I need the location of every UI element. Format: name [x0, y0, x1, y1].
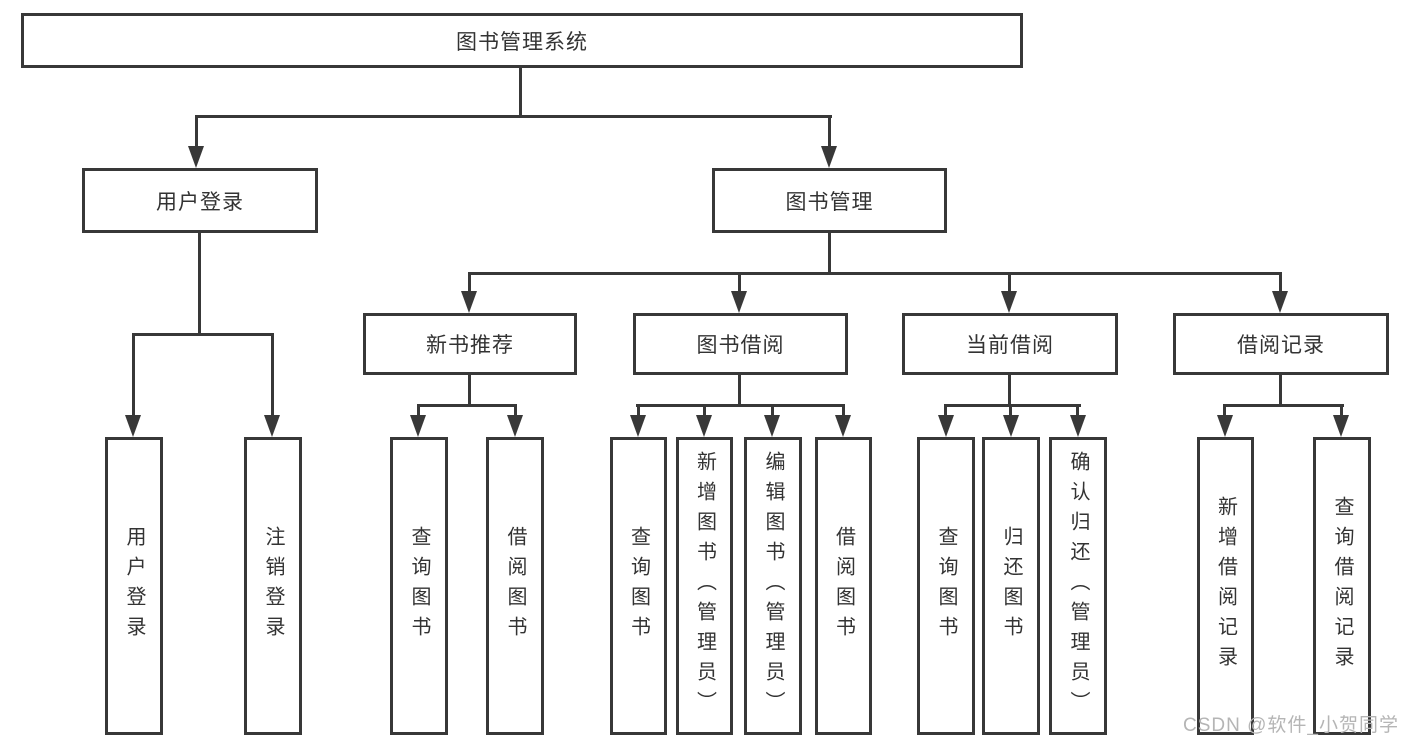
edge-book-borrow-down	[738, 375, 741, 406]
edge-to-borrow-records	[1279, 272, 1282, 293]
edge-to-leaf-recommend-query	[417, 404, 420, 417]
edge-to-leaf-add-books	[703, 404, 706, 417]
arrowhead-to-leaf-user-login-icon	[125, 415, 141, 437]
leaf-query-borrow-record-label: 查询借阅记录	[1331, 496, 1353, 676]
arrowhead-to-leaf-logout-icon	[264, 415, 280, 437]
edge-to-leaf-query-record	[1340, 404, 1343, 417]
csdn-watermark: CSDN @软件_小贺同学	[1183, 715, 1399, 736]
edge-to-book-management	[828, 115, 831, 148]
edge-to-leaf-borrow-books	[842, 404, 845, 417]
edge-book-management-span	[468, 272, 1282, 275]
edge-new-book-recommend-span	[417, 404, 517, 407]
leaf-return-books-label: 归还图书	[1000, 526, 1022, 646]
leaf-recommend-borrow-books: 借阅图书	[486, 437, 544, 735]
node-borrow-records: 借阅记录	[1173, 313, 1389, 375]
node-root: 图书管理系统	[21, 13, 1023, 68]
arrowhead-to-leaf-query-record-icon	[1333, 415, 1349, 437]
edge-to-leaf-add-record	[1223, 404, 1226, 417]
arrowhead-to-new-book-recommend-icon	[461, 291, 477, 313]
leaf-add-borrow-record: 新增借阅记录	[1197, 437, 1254, 735]
edge-current-borrow-down	[1008, 375, 1011, 406]
node-book-management: 图书管理	[712, 168, 947, 233]
edge-to-leaf-return-books	[1009, 404, 1012, 417]
node-user-login: 用户登录	[82, 168, 318, 233]
leaf-confirm-return-admin-label: 确认归还（管理员）	[1067, 451, 1089, 721]
arrowhead-to-leaf-add-books-icon	[696, 415, 712, 437]
arrowhead-to-user-login-icon	[188, 146, 204, 168]
leaf-query-borrow-record: 查询借阅记录	[1313, 437, 1371, 735]
edge-to-leaf-borrow-query	[637, 404, 640, 417]
edge-borrow-records-span	[1223, 404, 1344, 407]
leaf-current-query-books: 查询图书	[917, 437, 975, 735]
leaf-borrow-books-label: 借阅图书	[832, 526, 855, 646]
edge-new-book-recommend-down	[468, 375, 471, 406]
edge-to-new-book-recommend	[468, 272, 471, 293]
edge-to-current-borrow	[1008, 272, 1011, 293]
leaf-add-borrow-record-label: 新增借阅记录	[1214, 496, 1237, 676]
node-book-borrow: 图书借阅	[633, 313, 848, 375]
leaf-recommend-query-books: 查询图书	[390, 437, 448, 735]
edge-user-login-span	[132, 333, 274, 336]
edge-borrow-records-down	[1279, 375, 1282, 406]
edge-root-span	[195, 115, 832, 118]
leaf-return-books: 归还图书	[982, 437, 1040, 735]
leaf-borrow-query-books-label: 查询图书	[627, 526, 650, 646]
leaf-add-books-admin: 新增图书（管理员）	[676, 437, 733, 735]
edge-book-borrow-span	[636, 404, 844, 407]
arrowhead-to-leaf-borrow-books-icon	[835, 415, 851, 437]
edge-root-down	[519, 68, 522, 118]
leaf-borrow-query-books: 查询图书	[610, 437, 667, 735]
arrowhead-to-book-management-icon	[821, 146, 837, 168]
leaf-add-books-admin-label: 新增图书（管理员）	[693, 451, 716, 721]
arrowhead-to-book-borrow-icon	[731, 291, 747, 313]
leaf-recommend-query-books-label: 查询图书	[408, 526, 430, 646]
edge-to-leaf-logout	[271, 333, 274, 416]
edge-book-management-down	[828, 233, 831, 275]
edge-to-leaf-edit-books	[771, 404, 774, 417]
leaf-recommend-borrow-books-label: 借阅图书	[504, 526, 526, 646]
leaf-borrow-books: 借阅图书	[815, 437, 872, 735]
leaf-logout: 注销登录	[244, 437, 302, 735]
arrowhead-to-current-borrow-icon	[1001, 291, 1017, 313]
leaf-user-login: 用户登录	[105, 437, 163, 735]
arrowhead-to-leaf-current-query-icon	[938, 415, 954, 437]
arrowhead-to-leaf-edit-books-icon	[764, 415, 780, 437]
arrowhead-to-leaf-add-record-icon	[1217, 415, 1233, 437]
leaf-confirm-return-admin: 确认归还（管理员）	[1049, 437, 1107, 735]
edge-to-user-login	[195, 115, 198, 148]
arrowhead-to-leaf-return-books-icon	[1003, 415, 1019, 437]
edge-to-leaf-user-login	[132, 333, 135, 416]
node-new-book-recommend: 新书推荐	[363, 313, 577, 375]
arrowhead-to-leaf-recommend-query-icon	[410, 415, 426, 437]
edge-to-leaf-recommend-borrow	[514, 404, 517, 417]
edge-to-book-borrow	[738, 272, 741, 293]
leaf-user-login-label: 用户登录	[123, 526, 145, 646]
node-current-borrow: 当前借阅	[902, 313, 1118, 375]
leaf-edit-books-admin-label: 编辑图书（管理员）	[762, 451, 784, 721]
arrowhead-to-leaf-borrow-query-icon	[630, 415, 646, 437]
arrowhead-to-borrow-records-icon	[1272, 291, 1288, 313]
edge-to-leaf-confirm-return	[1076, 404, 1079, 417]
leaf-edit-books-admin: 编辑图书（管理员）	[744, 437, 802, 735]
arrowhead-to-leaf-confirm-return-icon	[1070, 415, 1086, 437]
edge-user-login-down	[198, 233, 201, 336]
leaf-logout-label: 注销登录	[262, 526, 284, 646]
edge-to-leaf-current-query	[944, 404, 947, 417]
leaf-current-query-books-label: 查询图书	[935, 526, 957, 646]
arrowhead-to-leaf-recommend-borrow-icon	[507, 415, 523, 437]
edge-current-borrow-span	[944, 404, 1081, 407]
